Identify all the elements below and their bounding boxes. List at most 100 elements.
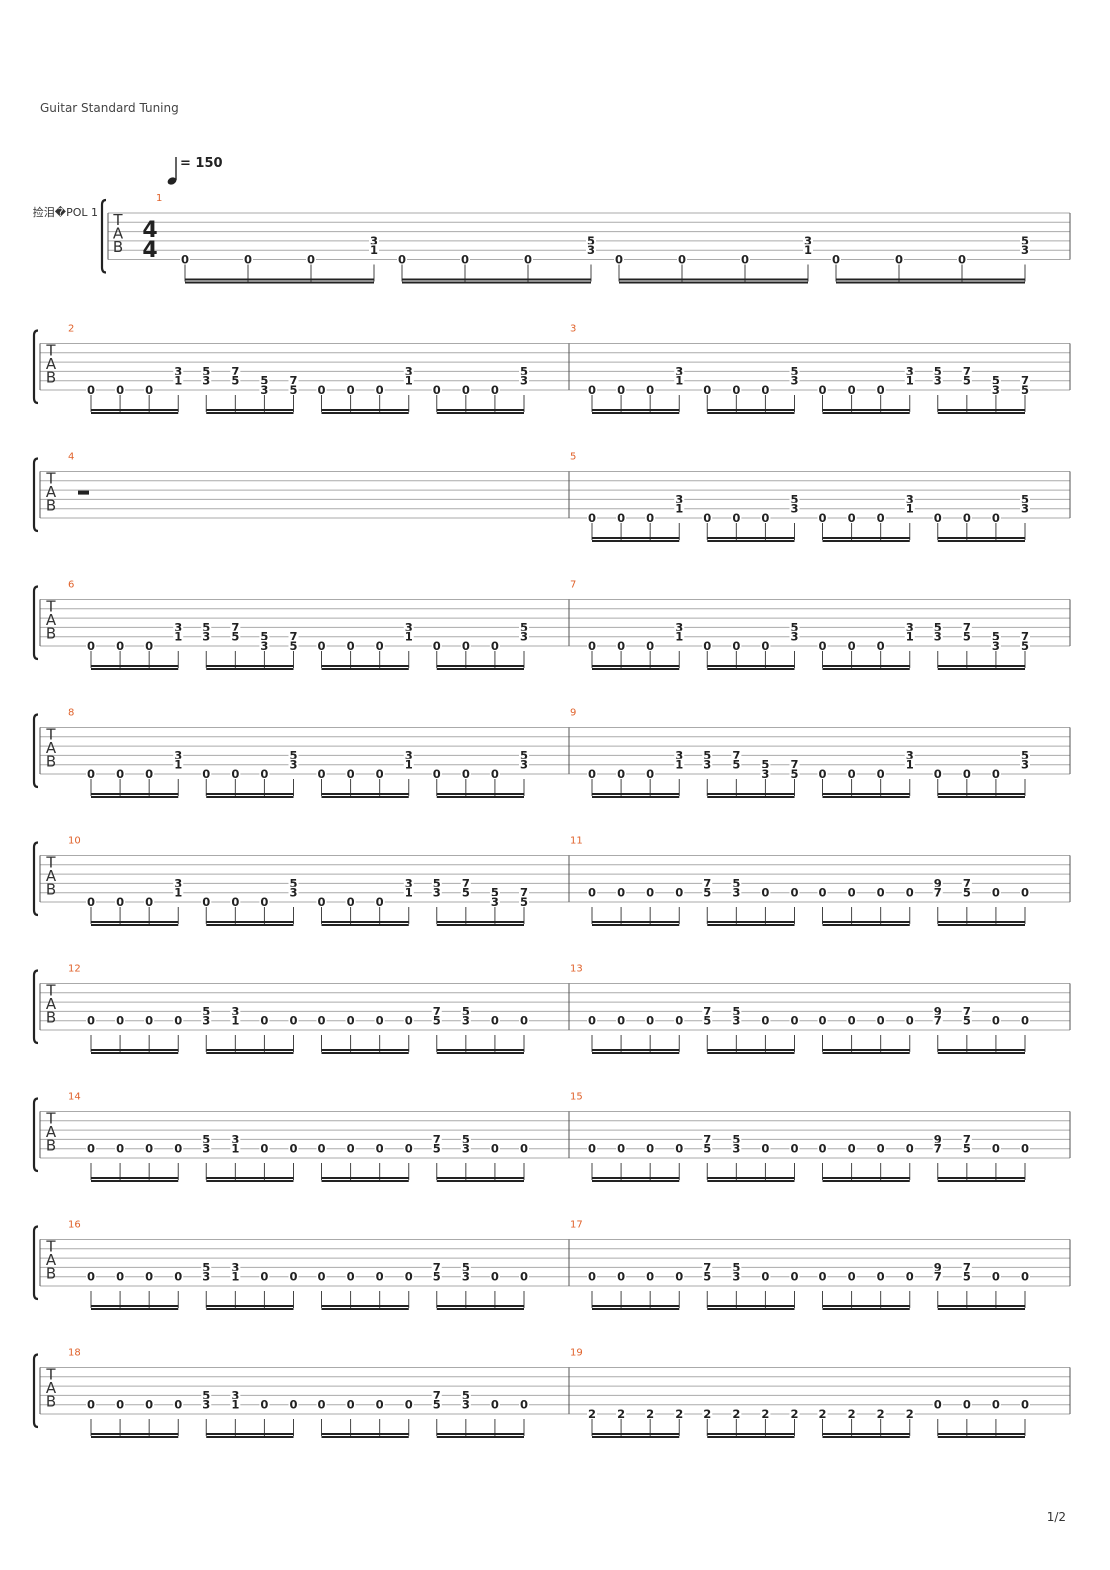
note-bg bbox=[201, 1133, 212, 1146]
fret-number: 0 bbox=[877, 1142, 885, 1156]
note-bg bbox=[846, 1270, 857, 1283]
note-bg bbox=[173, 1014, 184, 1027]
note-bg bbox=[760, 640, 771, 652]
note-bg bbox=[990, 1398, 1001, 1411]
note-bg bbox=[990, 1270, 1001, 1283]
fret-number: 3 bbox=[289, 758, 297, 772]
note-bg bbox=[990, 512, 1001, 524]
fret-number: 0 bbox=[877, 1014, 885, 1028]
fret-number: 0 bbox=[87, 639, 95, 653]
note-bg bbox=[731, 758, 742, 771]
tab-clef-letter: T bbox=[45, 470, 56, 488]
fret-number: 0 bbox=[87, 1142, 95, 1156]
note-bg bbox=[489, 1014, 500, 1027]
fret-number: 0 bbox=[520, 1398, 528, 1412]
fret-number: 5 bbox=[963, 886, 971, 900]
note-bg bbox=[259, 1270, 270, 1283]
fret-number: 0 bbox=[116, 767, 124, 781]
note-bg bbox=[731, 1005, 742, 1018]
note-bg bbox=[702, 886, 713, 899]
note-bg bbox=[990, 630, 1001, 643]
note-bg bbox=[961, 1005, 972, 1018]
system-bracket bbox=[32, 1225, 39, 1301]
note-bg bbox=[932, 886, 943, 899]
fret-number: 0 bbox=[433, 639, 441, 653]
fret-number: 0 bbox=[906, 1014, 914, 1028]
fret-number: 3 bbox=[790, 374, 798, 388]
note-bg bbox=[740, 253, 750, 266]
fret-number: 0 bbox=[289, 1270, 297, 1284]
note-bg bbox=[1020, 244, 1030, 257]
note-bg bbox=[803, 244, 813, 257]
system-bracket bbox=[32, 585, 39, 661]
note-bg bbox=[460, 253, 470, 266]
tab-clef-letter: A bbox=[46, 611, 57, 629]
fret-number: 2 bbox=[877, 1407, 885, 1421]
note-bg bbox=[904, 886, 915, 899]
note-bg bbox=[760, 886, 771, 899]
fret-number: 0 bbox=[732, 511, 740, 525]
note-bg bbox=[789, 1142, 800, 1155]
fret-number: 5 bbox=[732, 1260, 740, 1274]
fret-number: 0 bbox=[462, 639, 470, 653]
note-bg bbox=[86, 1014, 96, 1027]
note-bg bbox=[201, 1398, 212, 1411]
fret-number: 5 bbox=[202, 1260, 210, 1274]
note-bg bbox=[702, 1005, 713, 1018]
fret-number: 0 bbox=[520, 1142, 528, 1156]
note-bg bbox=[86, 1142, 96, 1155]
fret-number: 0 bbox=[761, 1014, 769, 1028]
note-bg bbox=[288, 749, 299, 762]
fret-number: 0 bbox=[675, 1270, 683, 1284]
note-bg bbox=[616, 384, 627, 396]
fret-number: 5 bbox=[462, 1260, 470, 1274]
note-bg bbox=[403, 1014, 414, 1027]
note-bg bbox=[230, 1133, 241, 1146]
note-bg bbox=[731, 749, 742, 762]
fret-number: 0 bbox=[317, 767, 325, 781]
fret-number: 0 bbox=[87, 767, 95, 781]
fret-number: 5 bbox=[963, 374, 971, 388]
fret-number: 3 bbox=[174, 620, 182, 634]
fret-number: 0 bbox=[934, 767, 942, 781]
tab-clef-letter: T bbox=[45, 1110, 56, 1128]
note-bg bbox=[760, 512, 771, 524]
note-bg bbox=[961, 1270, 972, 1283]
note-bg bbox=[173, 630, 184, 643]
note-bg bbox=[587, 640, 597, 652]
note-bg bbox=[460, 1005, 471, 1018]
note-bg bbox=[403, 749, 414, 762]
note-bg bbox=[875, 1270, 886, 1283]
fret-number: 1 bbox=[906, 630, 914, 644]
fret-number: 2 bbox=[617, 1407, 625, 1421]
note-bg bbox=[345, 1398, 356, 1411]
fret-number: 0 bbox=[317, 895, 325, 909]
note-bg bbox=[144, 640, 155, 652]
note-bg bbox=[144, 384, 155, 396]
note-bg bbox=[201, 621, 212, 634]
note-bg bbox=[614, 253, 624, 266]
note-bg bbox=[645, 1142, 656, 1155]
note-bg bbox=[115, 896, 126, 908]
fret-number: 3 bbox=[202, 1270, 210, 1284]
measure-number: 16 bbox=[68, 1220, 81, 1231]
fret-number: 7 bbox=[732, 748, 740, 762]
fret-number: 0 bbox=[491, 767, 499, 781]
system-bracket bbox=[32, 969, 39, 1045]
fret-number: 0 bbox=[588, 1142, 596, 1156]
note-bg bbox=[731, 1014, 742, 1027]
note-bg bbox=[817, 1142, 828, 1155]
fret-number: 0 bbox=[588, 639, 596, 653]
fret-number: 3 bbox=[520, 758, 528, 772]
fret-number: 0 bbox=[398, 253, 406, 267]
tab-clef-letter: B bbox=[46, 497, 56, 515]
fret-number: 0 bbox=[347, 1142, 355, 1156]
fret-number: 5 bbox=[433, 876, 441, 890]
note-bg bbox=[1020, 749, 1030, 762]
fret-number: 0 bbox=[376, 383, 384, 397]
note-bg bbox=[1020, 630, 1030, 643]
fret-number: 2 bbox=[646, 1407, 654, 1421]
fret-number: 2 bbox=[818, 1407, 826, 1421]
fret-number: 0 bbox=[347, 895, 355, 909]
note-bg bbox=[460, 384, 471, 396]
